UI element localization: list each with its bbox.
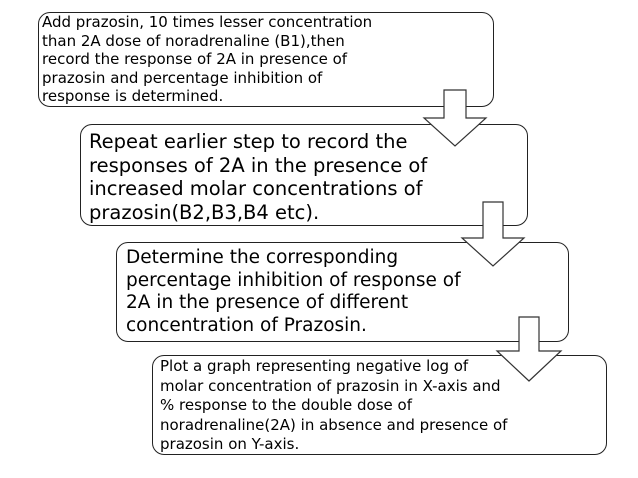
step-1-box	[38, 12, 494, 107]
step-4-text: Plot a graph representing negative log o…	[160, 357, 508, 453]
step-1-text: Add prazosin, 10 times lesser concentrat…	[42, 13, 373, 105]
step-2-text: Repeat earlier step to record the respon…	[89, 130, 428, 224]
step-3-text: Determine the corresponding percentage i…	[126, 247, 461, 336]
